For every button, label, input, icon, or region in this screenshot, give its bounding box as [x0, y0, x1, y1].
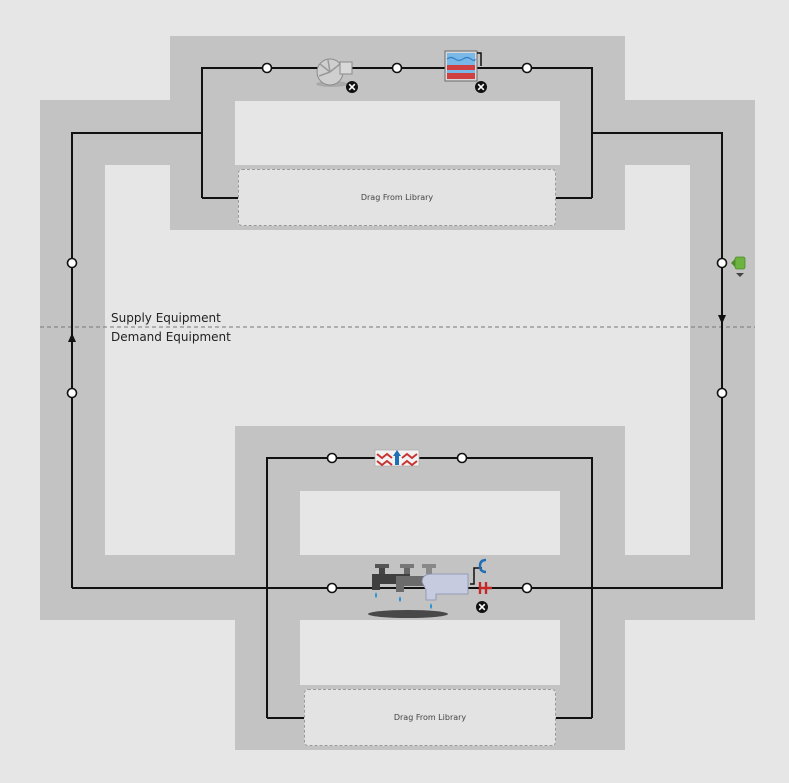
- nodes: [66, 62, 728, 594]
- flow-arrow-up-icon: [68, 333, 76, 342]
- node-demand-outlet[interactable]: [66, 387, 78, 399]
- supply-equipment-label: Supply Equipment: [111, 311, 221, 325]
- outer-right-pipe[interactable]: [592, 132, 723, 589]
- node-heater-outlet[interactable]: [521, 62, 533, 74]
- heat-exchanger-icon[interactable]: [374, 449, 420, 467]
- node-hx-inlet[interactable]: [326, 452, 338, 464]
- flow-arrow-down-icon: [718, 315, 726, 324]
- node-pump-outlet[interactable]: [391, 62, 403, 74]
- node-hx-outlet[interactable]: [456, 452, 468, 464]
- node-demand-inlet[interactable]: [716, 387, 728, 399]
- remove-water-use-icon[interactable]: [476, 601, 488, 613]
- faucet-light: [421, 564, 469, 609]
- cold-connection-icon: [478, 558, 487, 574]
- node-pump-inlet[interactable]: [261, 62, 273, 74]
- node-wuc-outlet[interactable]: [521, 582, 533, 594]
- node-supply-inlet[interactable]: [66, 257, 78, 269]
- demand-drop-zone-label: Drag From Library: [393, 713, 467, 722]
- hot-connection-icon: [478, 582, 492, 594]
- pump-icon[interactable]: [316, 58, 353, 87]
- demand-inner-panel-lower: [300, 620, 560, 685]
- remove-water-heater-icon[interactable]: [475, 81, 487, 93]
- demand-inner-panel-upper: [300, 491, 560, 555]
- demand-equipment-label: Demand Equipment: [111, 330, 231, 344]
- remove-pump-icon[interactable]: [346, 81, 358, 93]
- water-faucet-icon[interactable]: [368, 558, 492, 618]
- supply-drop-zone-label: Drag From Library: [360, 193, 434, 202]
- inner-panels: [235, 101, 560, 685]
- outer-left-pipe[interactable]: [71, 132, 202, 588]
- demand-drop-zone[interactable]: Drag From Library: [304, 689, 556, 746]
- node-supply-outlet[interactable]: [716, 257, 728, 269]
- supply-inner-panel: [235, 101, 560, 165]
- setpoint-manager-icon[interactable]: [731, 256, 746, 277]
- supply-drop-zone[interactable]: Drag From Library: [238, 169, 556, 226]
- water-heater-icon[interactable]: [444, 50, 482, 82]
- node-wuc-inlet[interactable]: [326, 582, 338, 594]
